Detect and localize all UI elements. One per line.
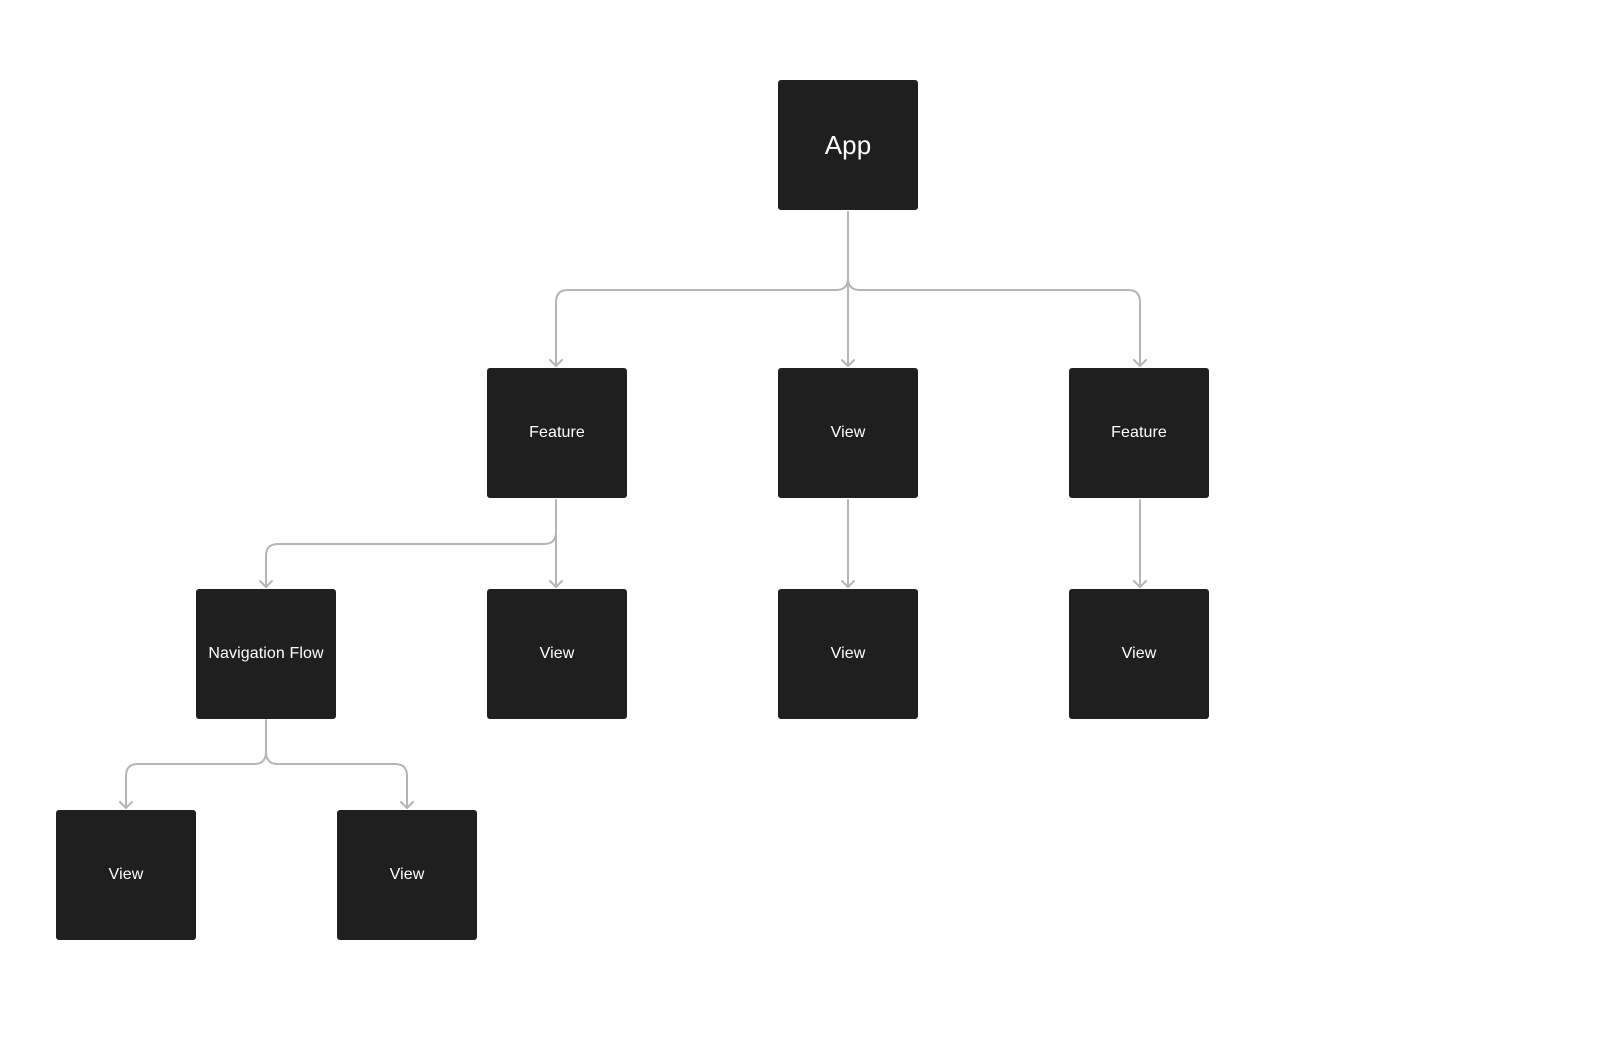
node-label: Feature bbox=[529, 424, 585, 441]
node-label: View bbox=[830, 645, 866, 662]
node-label: Navigation Flow bbox=[208, 645, 324, 662]
node-view-center[interactable]: View bbox=[778, 368, 918, 498]
node-label: View bbox=[389, 866, 425, 883]
arrowhead-icon bbox=[841, 359, 855, 367]
arrowhead-icon bbox=[259, 580, 273, 588]
node-feature-right[interactable]: Feature bbox=[1069, 368, 1209, 498]
node-label: View bbox=[539, 645, 575, 662]
connector-app-to-feature-right bbox=[847, 277, 1141, 367]
connector-navigation-to-view-right bbox=[265, 751, 408, 809]
node-label: View bbox=[830, 424, 866, 441]
node-view-navigation-left-child[interactable]: View bbox=[56, 810, 196, 940]
arrowhead-icon bbox=[119, 801, 133, 809]
node-view-navigation-right-child[interactable]: View bbox=[337, 810, 477, 940]
arrowhead-icon bbox=[1133, 580, 1147, 588]
arrowhead-icon bbox=[841, 580, 855, 588]
arrowhead-icon bbox=[1133, 359, 1147, 367]
connector-app-to-feature-left bbox=[555, 211, 849, 367]
node-view-feature-right-child[interactable]: View bbox=[1069, 589, 1209, 719]
node-feature-left[interactable]: Feature bbox=[487, 368, 627, 498]
node-view-feature-left-child[interactable]: View bbox=[487, 589, 627, 719]
node-label: View bbox=[108, 866, 144, 883]
node-navigation-flow[interactable]: Navigation Flow bbox=[196, 589, 336, 719]
arrowhead-icon bbox=[400, 801, 414, 809]
node-app[interactable]: App bbox=[778, 80, 918, 210]
connector-feature-to-navigation-flow bbox=[265, 499, 557, 588]
node-label: Feature bbox=[1111, 424, 1167, 441]
node-label: App bbox=[824, 129, 872, 160]
arrowhead-icon bbox=[549, 580, 563, 588]
node-view-center-child[interactable]: View bbox=[778, 589, 918, 719]
node-label: View bbox=[1121, 645, 1157, 662]
arrowhead-icon bbox=[549, 359, 563, 367]
connector-navigation-to-view-left bbox=[125, 719, 267, 809]
